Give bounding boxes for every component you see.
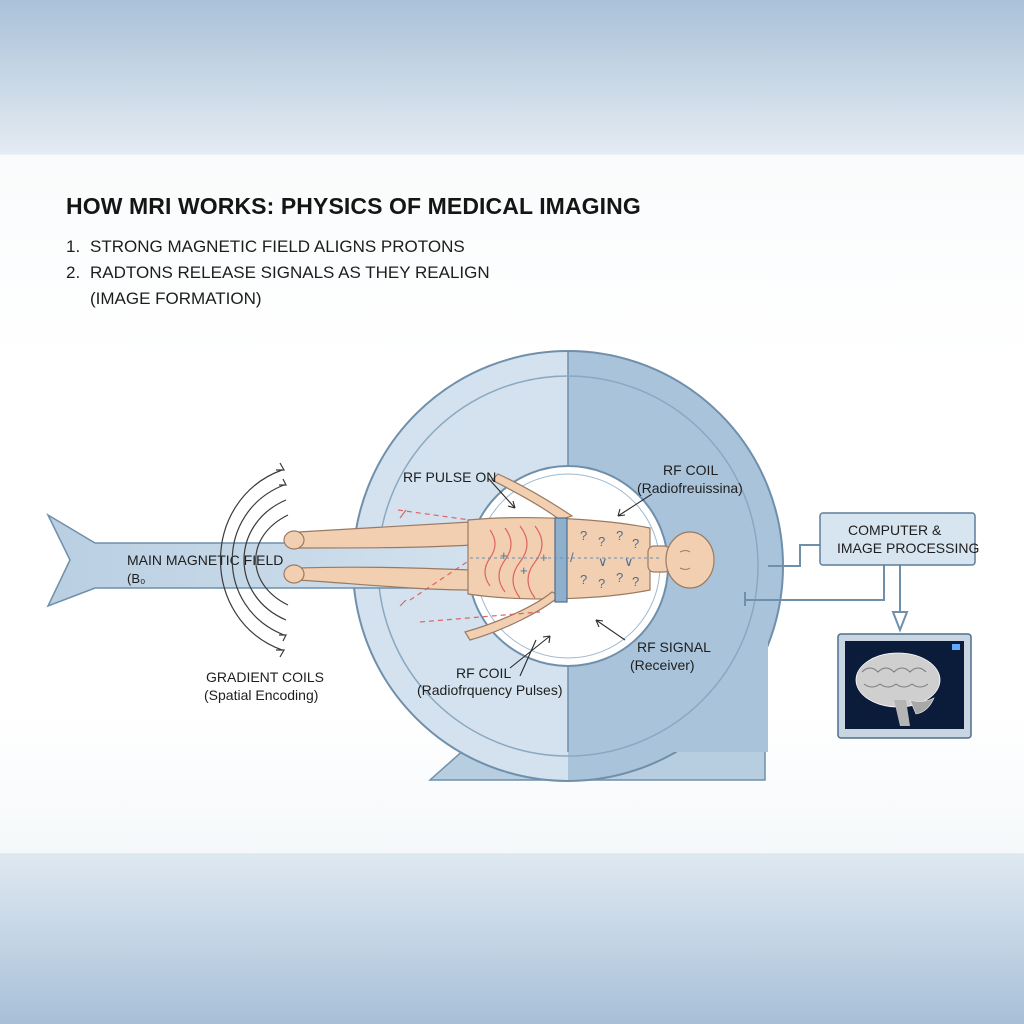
rf-coil-top-sub: (Radiofreuissina) xyxy=(637,480,743,496)
rf-pulse-on-label: RF PULSE ON xyxy=(403,469,496,485)
gradient-wave-icon xyxy=(219,462,289,658)
brain-scan-icon xyxy=(837,633,972,739)
svg-text:?: ? xyxy=(632,536,639,551)
svg-text:?: ? xyxy=(580,528,587,543)
step-2: 2. RADTONS RELEASE SIGNALS AS THEY REALIG… xyxy=(66,260,490,286)
rf-coil-bottom-label: RF COIL xyxy=(456,665,511,681)
svg-text:?: ? xyxy=(580,572,587,587)
main-field-label: MAIN MAGNETIC FIELD xyxy=(127,552,283,568)
gradient-coils-sub: (Spatial Encoding) xyxy=(204,687,318,703)
computer-label-line1: COMPUTER & xyxy=(848,522,942,538)
rf-coil-band xyxy=(554,517,568,603)
rf-coil-top-label: RF COIL xyxy=(663,462,718,478)
gradient-coils-label: GRADIENT COILS xyxy=(206,669,324,685)
computer-connector xyxy=(744,544,909,633)
steps-list: 1. STRONG MAGNETIC FIELD ALIGNS PROTONS 2… xyxy=(66,234,490,312)
pointer-lines xyxy=(487,477,653,677)
svg-text:?: ? xyxy=(632,574,639,589)
step-1-text: STRONG MAGNETIC FIELD ALIGNS PROTONS xyxy=(90,237,465,256)
svg-text:?: ? xyxy=(616,570,623,585)
step-1-number: 1. xyxy=(66,237,81,256)
computer-box xyxy=(819,512,976,566)
step-1: 1. STRONG MAGNETIC FIELD ALIGNS PROTONS xyxy=(66,234,490,260)
svg-text:?: ? xyxy=(598,576,605,591)
computer-label-line2: IMAGE PROCESSING xyxy=(837,540,979,556)
step-2-number: 2. xyxy=(66,263,81,282)
page-title: HOW MRI WORKS: PHYSICS OF MEDICAL IMAGIN… xyxy=(66,193,641,219)
main-field-symbol: (B₀ xyxy=(127,571,145,586)
patient-face xyxy=(679,550,691,570)
svg-text:+: + xyxy=(520,563,528,578)
rf-pulse-waves xyxy=(397,509,543,623)
step-2-continuation: (IMAGE FORMATION) xyxy=(90,289,262,308)
rf-coil-bottom-sub: (Radiofrquency Pulses) xyxy=(417,682,563,698)
svg-text:∨: ∨ xyxy=(598,554,608,569)
rf-signal-label: RF SIGNAL xyxy=(637,639,711,655)
svg-text:+: + xyxy=(500,548,508,563)
svg-text:∨: ∨ xyxy=(624,554,634,569)
svg-text:?: ? xyxy=(616,528,623,543)
step-2-text: RADTONS RELEASE SIGNALS AS THEY REALIGN xyxy=(90,263,490,282)
svg-text:?: ? xyxy=(598,534,605,549)
rf-signal-sub: (Receiver) xyxy=(630,657,695,673)
